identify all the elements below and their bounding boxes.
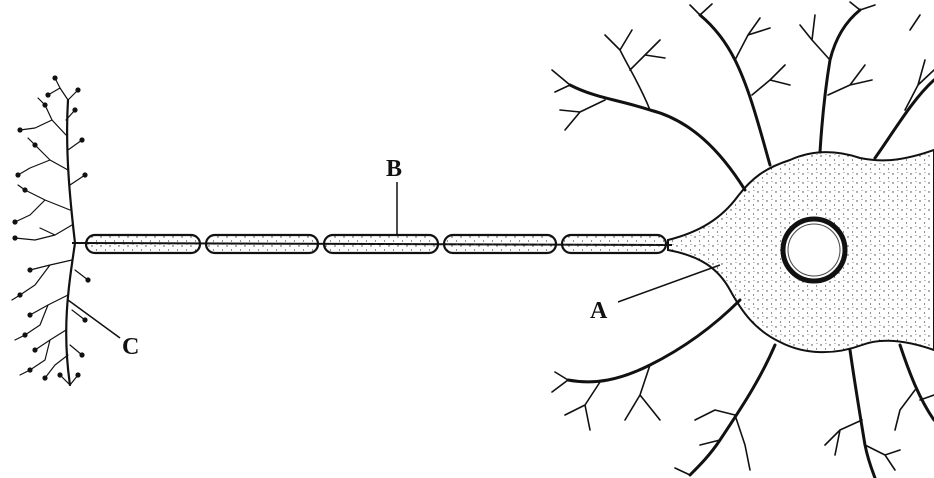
- dendrite-branch: [674, 409, 751, 476]
- synaptic-knob: [27, 367, 33, 373]
- label-c: C: [122, 334, 139, 360]
- dendrite: [688, 343, 777, 477]
- synaptic-knob: [72, 107, 78, 113]
- synaptic-knob: [75, 87, 81, 93]
- synaptic-knob: [27, 312, 33, 318]
- myelin-segment: [322, 233, 440, 255]
- leader-line-a: [617, 264, 721, 303]
- synaptic-knob: [22, 187, 28, 193]
- myelin-segment: [442, 233, 558, 255]
- synaptic-knob: [82, 172, 88, 178]
- label-b: B: [386, 156, 402, 182]
- dendrite-branch: [689, 3, 791, 96]
- synaptic-knob: [32, 347, 38, 353]
- synaptic-knob: [85, 277, 91, 283]
- dendrite: [873, 78, 934, 160]
- label-b-group: B: [386, 156, 402, 236]
- synaptic-knobs: [12, 75, 91, 381]
- synaptic-knob: [57, 372, 63, 378]
- dendrites: [551, 1, 934, 478]
- terminal-trunk: [65, 98, 77, 387]
- dendrite-branch: [894, 389, 934, 431]
- dendrite-branch: [824, 419, 901, 471]
- leader-line-c: [67, 299, 121, 339]
- axon-terminals: [11, 75, 91, 387]
- dendrite-branch: [551, 364, 661, 431]
- dendrite-branch: [904, 14, 934, 111]
- myelin-segment: [560, 233, 668, 255]
- label-a-group: A: [590, 264, 721, 324]
- synaptic-knob: [79, 352, 85, 358]
- synaptic-knob: [75, 372, 81, 378]
- synaptic-knob: [15, 172, 21, 178]
- dendrite: [898, 343, 934, 422]
- dendrite-branch: [799, 1, 876, 96]
- synaptic-knob: [32, 142, 38, 148]
- synaptic-knob: [45, 92, 51, 98]
- axon: [71, 233, 673, 255]
- synaptic-knob: [79, 137, 85, 143]
- label-c-group: C: [67, 299, 139, 360]
- synaptic-knob: [42, 375, 48, 381]
- myelin-segment: [84, 233, 202, 255]
- dendrite: [698, 13, 772, 167]
- synaptic-knob: [52, 75, 58, 81]
- cell-body: [667, 148, 934, 354]
- synaptic-knob: [82, 317, 88, 323]
- synaptic-knob: [17, 292, 23, 298]
- synaptic-knob: [17, 127, 23, 133]
- nucleus: [780, 216, 848, 284]
- dendrite-branch: [551, 29, 666, 131]
- terminal-branches-lower: [11, 259, 89, 386]
- nucleus-inner-ring: [787, 223, 841, 277]
- synaptic-knob: [22, 332, 28, 338]
- terminal-branches-upper: [14, 77, 86, 241]
- myelin-sheath: [84, 233, 668, 255]
- synaptic-knob: [27, 267, 33, 273]
- myelin-segment: [204, 233, 320, 255]
- synaptic-knob: [42, 102, 48, 108]
- dendrite: [848, 348, 877, 478]
- synaptic-knob: [12, 219, 18, 225]
- dendrite: [568, 83, 747, 192]
- label-a: A: [590, 298, 608, 324]
- synaptic-knob: [12, 235, 18, 241]
